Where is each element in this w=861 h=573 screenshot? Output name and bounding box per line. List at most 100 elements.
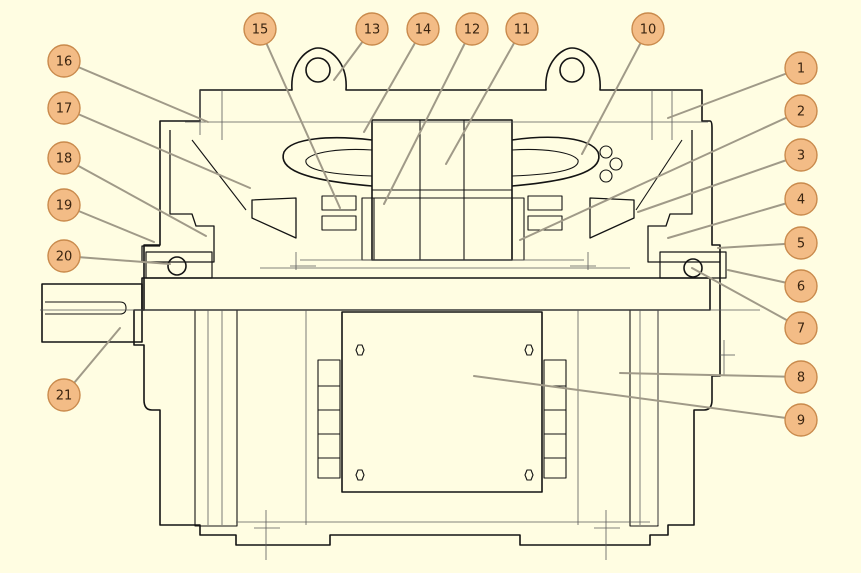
callout-6: 6 <box>784 269 818 303</box>
callout-label: 12 <box>464 23 481 38</box>
callout-label: 20 <box>56 250 73 265</box>
callout-badge <box>355 12 389 46</box>
callout-badge <box>47 91 81 125</box>
callout-label: 4 <box>797 193 805 208</box>
callout-badge <box>47 378 81 412</box>
callout-12: 12 <box>455 12 489 46</box>
leader-line-14 <box>363 28 424 133</box>
terminal-bolt-br <box>524 469 534 481</box>
leader-line-17 <box>63 107 251 189</box>
leader-lines <box>63 28 802 421</box>
callout-badge <box>784 138 818 172</box>
callout-badge <box>784 269 818 303</box>
fin-stack-left <box>317 359 341 479</box>
fan-blade-right-b <box>527 215 563 231</box>
end-winding-right-inner <box>511 148 579 177</box>
end-bracket-right <box>647 130 720 263</box>
inner-shield-right <box>589 197 635 239</box>
callout-1: 1 <box>784 51 818 85</box>
lead-wire-3 <box>599 169 613 183</box>
callout-label: 2 <box>797 105 805 120</box>
end-winding-left-inner <box>305 148 373 177</box>
inner-shield-left <box>251 197 297 239</box>
callout-badge <box>243 12 277 46</box>
fin-stack-right <box>543 359 567 479</box>
fan-blade-right-a <box>527 195 563 211</box>
callout-21: 21 <box>47 378 81 412</box>
frame-bar-left <box>194 309 238 527</box>
terminal-box <box>341 311 543 493</box>
callout-label: 13 <box>364 23 381 38</box>
construction-lines <box>40 90 760 560</box>
shaft-body <box>141 277 711 311</box>
callout-label: 6 <box>797 280 805 295</box>
leader-line-18 <box>63 157 207 237</box>
callout-badge <box>784 226 818 260</box>
bracket-rib-right <box>635 139 683 211</box>
callout-4: 4 <box>784 182 818 216</box>
frame-bar-right <box>629 309 659 527</box>
callout-label: 8 <box>797 371 805 386</box>
leader-line-1 <box>667 67 802 119</box>
terminal-bolt-tr <box>524 344 534 356</box>
callout-badge <box>406 12 440 46</box>
callout-7: 7 <box>784 311 818 345</box>
callout-badge <box>47 239 81 273</box>
bearing-housing-right <box>659 251 727 279</box>
leader-line-15 <box>259 28 341 209</box>
lifting-eye-right <box>559 57 585 83</box>
callout-20: 20 <box>47 239 81 273</box>
callout-label: 9 <box>797 414 805 429</box>
lifting-eye-left <box>305 57 331 83</box>
callout-16: 16 <box>47 44 81 78</box>
callout-badge <box>631 12 665 46</box>
callout-11: 11 <box>505 12 539 46</box>
callout-badge <box>784 360 818 394</box>
bearing-ball-left <box>167 256 187 276</box>
callout-10: 10 <box>631 12 665 46</box>
shaft-extension <box>41 283 143 343</box>
end-winding-right <box>511 136 600 187</box>
callout-label: 16 <box>56 55 73 70</box>
callout-9: 9 <box>784 403 818 437</box>
callout-17: 17 <box>47 91 81 125</box>
callout-label: 17 <box>56 102 73 117</box>
callout-14: 14 <box>406 12 440 46</box>
fan-blade-left-a <box>321 195 357 211</box>
callout-18: 18 <box>47 141 81 175</box>
rotor-bar-right <box>511 197 525 261</box>
callout-label: 14 <box>415 23 432 38</box>
callout-8: 8 <box>784 360 818 394</box>
callout-label: 7 <box>797 322 805 337</box>
leader-line-11 <box>445 28 523 165</box>
callout-label: 1 <box>797 62 805 77</box>
callout-label: 3 <box>797 149 805 164</box>
leader-line-12 <box>383 28 473 205</box>
leader-line-8 <box>619 372 802 378</box>
callout-badge <box>784 51 818 85</box>
leader-line-3 <box>637 154 802 213</box>
leader-line-9 <box>473 375 802 421</box>
callout-5: 5 <box>784 226 818 260</box>
callout-badge <box>784 311 818 345</box>
fan-blade-left-b <box>321 215 357 231</box>
leader-line-16 <box>63 60 209 123</box>
bearing-housing-left <box>145 251 213 279</box>
lead-wire-1 <box>599 145 613 159</box>
callout-badge <box>784 182 818 216</box>
terminal-bolt-tl <box>355 344 365 356</box>
callout-badge <box>784 403 818 437</box>
callout-2: 2 <box>784 94 818 128</box>
end-bracket-left <box>141 130 215 263</box>
leader-line-4 <box>667 198 802 239</box>
callout-label: 18 <box>56 152 73 167</box>
callout-badge <box>47 44 81 78</box>
end-winding-left <box>282 136 373 187</box>
leader-line-2 <box>519 110 802 241</box>
callout-label: 21 <box>56 389 73 404</box>
callout-label: 15 <box>252 23 269 38</box>
callout-15: 15 <box>243 12 277 46</box>
callout-19: 19 <box>47 188 81 222</box>
